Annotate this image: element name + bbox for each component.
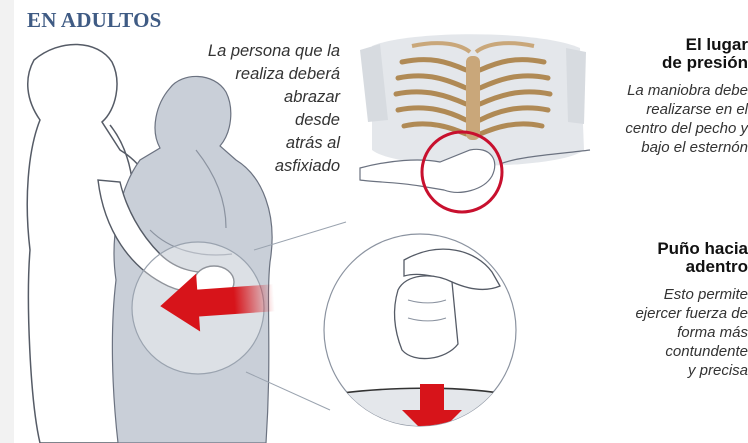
thrust-arrow-left	[160, 273, 275, 332]
puno-text-line: contundente	[665, 343, 748, 360]
lugar-heading-line: El lugar	[685, 35, 748, 54]
intro-line: La persona que la	[207, 42, 340, 60]
lugar-text-line: bajo el esternón	[641, 139, 748, 156]
puno-heading-line: adentro	[685, 257, 748, 276]
puno-text-line: y precisa	[687, 362, 748, 379]
left-margin	[0, 0, 14, 443]
intro-line: abrazar	[284, 88, 340, 106]
puno-text-line: ejercer fuerza de	[635, 305, 748, 322]
connector-line	[245, 371, 331, 411]
fist-closeup	[323, 233, 517, 427]
lugar-text-line: La maniobra debe	[627, 82, 748, 99]
victim-figure	[111, 75, 273, 443]
lugar-text-line: realizarse en el	[646, 101, 748, 118]
puno-heading-line: Puño hacia	[657, 239, 748, 258]
lugar-heading: El lugar de presión	[600, 36, 748, 72]
thrust-arrow-down	[402, 384, 462, 426]
lugar-description: La maniobra debe realizarse en el centro…	[560, 81, 748, 157]
connector-line	[253, 221, 347, 251]
puno-text-line: Esto permite	[663, 286, 748, 303]
puno-text-line: forma más	[677, 324, 748, 341]
ribcage-diagram	[359, 34, 591, 214]
puno-description: Esto permite ejercer fuerza de forma más…	[540, 285, 748, 380]
lugar-heading-line: de presión	[662, 53, 748, 72]
lugar-text-line: centro del pecho y	[625, 120, 748, 137]
pressure-point-circle	[420, 130, 504, 214]
intro-line: asfixiado	[274, 157, 340, 175]
intro-line: atrás al	[285, 134, 340, 152]
intro-line: realiza deberá	[235, 65, 340, 83]
intro-line: desde	[295, 111, 340, 129]
section-title: EN ADULTOS	[27, 8, 162, 32]
puno-heading: Puño hacia adentro	[600, 240, 748, 276]
intro-caption: La persona que la realiza deberá abrazar…	[176, 40, 340, 178]
